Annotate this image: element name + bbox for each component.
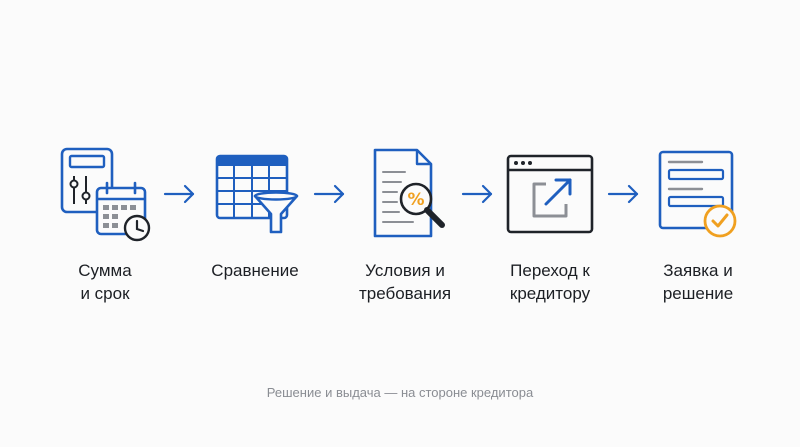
step-label: Сравнение (211, 261, 299, 280)
document-percent-magnifier-icon: % (373, 148, 445, 238)
arrow-right-icon (163, 184, 195, 204)
step-amount-term: Сумма и срок (30, 144, 180, 305)
svg-text:%: % (407, 190, 424, 210)
footnote: Решение и выдача — на стороне кредитора (266, 385, 534, 400)
browser-external-link-icon (506, 154, 594, 234)
calculator-calendar-icon (60, 147, 151, 242)
step-conditions: % Условия и требования (330, 144, 480, 305)
step-label: Сумма и срок (78, 261, 132, 303)
step-redirect: Переход к кредитору (475, 144, 625, 305)
arrow-right-icon (461, 184, 493, 204)
step-application: Заявка и решение (623, 144, 773, 305)
step-comparison: Сравнение (180, 144, 330, 282)
step-label: Переход к кредитору (509, 261, 591, 303)
step-label: Заявка и решение (662, 261, 734, 303)
arrow-right-icon (313, 184, 345, 204)
arrow-right-icon (607, 184, 639, 204)
form-checkmark-icon (658, 150, 737, 238)
step-label: Условия и требования (358, 261, 452, 303)
table-filter-icon (215, 154, 299, 234)
